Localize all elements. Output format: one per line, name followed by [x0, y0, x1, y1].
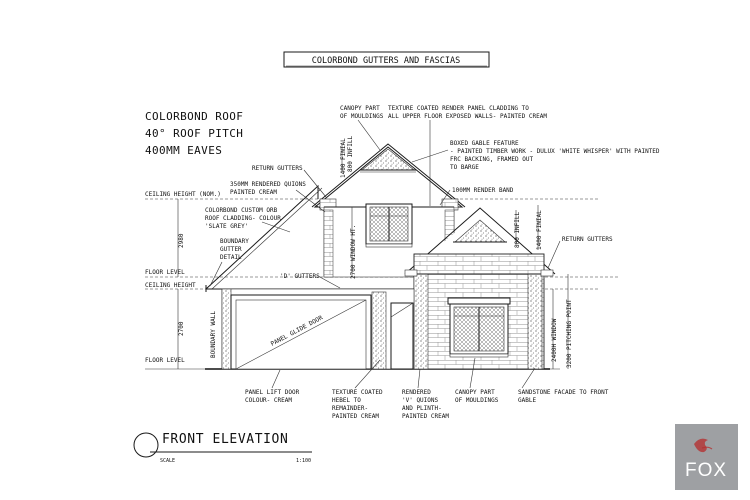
callouts: CANOPY PART OF MOULDINGS TEXTURE COATED …: [205, 105, 660, 420]
dimension-label: 2700 WINDOW HT.: [350, 225, 357, 279]
callout-text: GABLE: [518, 397, 536, 404]
scale-value: 1:100: [296, 458, 311, 464]
callout-text: PAINTED CREAM: [230, 189, 277, 196]
callout-text: PAINTED CREAM: [402, 413, 449, 420]
callout-text: 100MM RENDER BAND: [452, 187, 514, 194]
callout-text: 'D' GUTTERS: [280, 273, 320, 280]
dimension-lines: 2980 2700 1400 FINIAL 800 INFILL 2700 WI…: [177, 135, 573, 369]
dimension-label: 800 INFILL: [514, 211, 521, 248]
header-title: COLORBOND GUTTERS AND FASCIAS: [312, 56, 460, 66]
callout-text: CANOPY PART: [455, 389, 495, 396]
title-block: FRONT ELEVATION SCALE 1:100: [133, 432, 312, 464]
lower-storey: [221, 288, 415, 370]
roof-notes: COLORBOND ROOF 40° ROOF PITCH 400MM EAVE…: [145, 110, 243, 157]
callout-text: BOUNDARY: [220, 238, 249, 245]
drawing-header: COLORBOND GUTTERS AND FASCIAS: [283, 51, 490, 68]
dimension-label: 2400H WINDOW: [551, 318, 558, 362]
callout-text: BOXED GABLE FEATURE: [450, 140, 519, 147]
roof-note: COLORBOND ROOF: [145, 110, 243, 123]
dimension-label: 2700: [178, 321, 185, 336]
level-label: CEILING HEIGHT (NOM.): [145, 191, 221, 198]
callout-text: COLORBOND CUSTOM ORB: [205, 207, 278, 214]
header-frame: [283, 51, 490, 68]
fox-logo-icon: [694, 438, 713, 453]
dimension-label: 1400 FINIAL: [340, 138, 347, 178]
callout-text: DETAIL: [220, 254, 242, 261]
boundary-wall-label: BOUNDARY WALL: [210, 311, 217, 358]
callout-text: AND PLINTH-: [402, 405, 442, 412]
callout-text: GUTTER: [220, 246, 242, 253]
callout-text: REMAINDER-: [332, 405, 368, 412]
entry-door: [390, 302, 414, 370]
callout-text: CANOPY PART: [340, 105, 380, 112]
callout-text: TO BARGE: [450, 164, 479, 171]
callout-text: 'SLATE GREY': [205, 223, 248, 230]
callout-text: RENDERED: [402, 389, 431, 396]
callout-text: HEBEL TO: [332, 397, 361, 404]
roof-note: 40° ROOF PITCH: [145, 127, 243, 140]
callout-text: TEXTURE COATED RENDER PANEL CLADDING TO: [388, 105, 529, 112]
level-label: CEILING HEIGHT: [145, 282, 196, 289]
level-label: FLOOR LEVEL: [145, 269, 185, 276]
dimension-label: 800 INFILL: [347, 135, 354, 172]
scale-label: SCALE: [160, 458, 175, 464]
callout-text: ALL UPPER FLOOR EXPOSED WALLS- PAINTED C…: [388, 113, 547, 120]
watermark-box: [675, 424, 738, 490]
callout-text: PAINTED CREAM: [332, 413, 379, 420]
callout-text: RETURN GUTTERS: [252, 165, 303, 172]
callout-text: RETURN GUTTERS: [562, 236, 613, 243]
callout-text: - PAINTED TIMBER WORK - DULUX 'WHITE WHI…: [450, 148, 660, 155]
title-bubble: [133, 432, 159, 458]
dimension-label: 3200 PITCHING POINT: [566, 299, 573, 368]
callout-text: SANDSTONE FACADE TO FRONT: [518, 389, 609, 396]
callout-text: PANEL LIFT DOOR: [245, 389, 300, 396]
callout-text: 350MM RENDERED QUIONS: [230, 181, 306, 188]
watermark-text: FOX: [685, 460, 727, 481]
callout-text: OF MOULDINGS: [340, 113, 384, 120]
callout-text: OF MOULDINGS: [455, 397, 499, 404]
fox-watermark: FOX: [675, 424, 738, 490]
front-gable: [404, 207, 556, 370]
dimension-label: 1400 FINIAL: [536, 210, 543, 250]
callout-text: ROOF CLADDING- COLOUR: [205, 215, 281, 222]
dimension-label: 2980: [178, 233, 185, 248]
level-label: FLOOR LEVEL: [145, 357, 185, 364]
roof-note: 400MM EAVES: [145, 144, 222, 157]
callout-text: FRC BACKING, FRAMED OUT: [450, 156, 533, 163]
callout-text: TEXTURE COATED: [332, 389, 383, 396]
window-canopy: [447, 297, 511, 305]
elevation-title: FRONT ELEVATION: [162, 432, 288, 447]
boundary-wall: [221, 288, 232, 370]
callout-text: 'V' QUIONS: [402, 397, 439, 404]
callout-text: COLOUR- CREAM: [245, 397, 292, 404]
